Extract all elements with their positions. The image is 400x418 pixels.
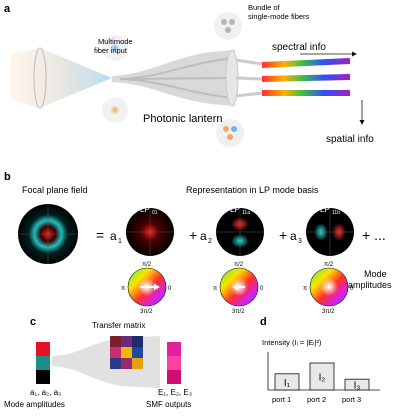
svg-text:2: 2 bbox=[208, 238, 212, 245]
intensity-bar-3 bbox=[344, 378, 370, 391]
mode-amplitudes-label-2: amplitudes bbox=[348, 280, 392, 290]
spectral-fiber-2 bbox=[262, 74, 350, 82]
svg-text:3π/2: 3π/2 bbox=[232, 309, 245, 315]
representation-label: Representation in LP mode basis bbox=[186, 185, 319, 195]
lens-icon bbox=[33, 47, 47, 109]
panel-b-label: b bbox=[4, 171, 11, 183]
port-1-label: port 1 bbox=[272, 395, 291, 404]
intensity-bar-chart: I₁ I₂ I₃ bbox=[267, 352, 380, 392]
intensity-bar-label-3: I₃ bbox=[354, 381, 361, 392]
svg-text:3π/2: 3π/2 bbox=[140, 309, 153, 315]
svg-text:3: 3 bbox=[298, 238, 302, 245]
coef-a1: a bbox=[110, 229, 117, 243]
plus-sign: + bbox=[279, 227, 287, 243]
spectral-info-label: spectral info bbox=[272, 42, 326, 53]
plus-sign: + bbox=[189, 227, 197, 243]
spatial-info-label: spatial info bbox=[326, 134, 374, 145]
svg-text:π/2: π/2 bbox=[142, 262, 152, 268]
spectral-fiber-3 bbox=[262, 90, 350, 96]
svg-text:0: 0 bbox=[260, 286, 264, 292]
svg-text:π: π bbox=[213, 286, 217, 292]
spectral-fiber-1 bbox=[262, 58, 350, 68]
output-fields-label: E₁, E₂, E₃ bbox=[158, 388, 192, 397]
port-3-label: port 3 bbox=[342, 395, 361, 404]
phase-wheel-3: π/2 π 0 3π/2 bbox=[303, 262, 354, 315]
fiber-link bbox=[235, 91, 263, 98]
bundle-circle-top bbox=[214, 12, 242, 40]
multimode-label-2: fiber input bbox=[94, 46, 128, 55]
mode-amplitudes-c-label: Mode amplitudes bbox=[4, 400, 65, 409]
lp11b-label: LP bbox=[320, 205, 330, 214]
lp01-label: LP bbox=[140, 205, 150, 214]
transfer-matrix bbox=[110, 336, 143, 369]
input-amplitudes-label: a₁, a₂, a₃ bbox=[30, 388, 61, 397]
bundle-label-2: single-mode fibers bbox=[248, 12, 310, 21]
coef-a3: a bbox=[290, 229, 297, 243]
svg-text:11b: 11b bbox=[332, 210, 340, 216]
smf-outputs-label: SMF outputs bbox=[146, 400, 191, 409]
bundle-label: Bundle of bbox=[248, 3, 281, 12]
fiber-link bbox=[235, 58, 263, 66]
lantern-core bbox=[119, 77, 236, 80]
focal-plane-label: Focal plane field bbox=[22, 185, 88, 195]
intensity-bar-1 bbox=[274, 373, 300, 391]
ellipsis: + ... bbox=[362, 227, 386, 243]
port-2-label: port 2 bbox=[307, 395, 326, 404]
intensity-bar-label-1: I₁ bbox=[284, 378, 291, 389]
intensity-bar-2 bbox=[309, 362, 335, 391]
mode-amplitudes-label: Mode bbox=[364, 269, 387, 279]
multimode-label: Multimode bbox=[98, 37, 133, 46]
svg-text:01: 01 bbox=[152, 210, 158, 216]
smf-output-vector bbox=[167, 342, 181, 384]
svg-text:0: 0 bbox=[168, 286, 172, 292]
svg-text:1: 1 bbox=[118, 238, 122, 245]
equals-sign: = bbox=[96, 227, 104, 243]
lantern-core bbox=[119, 78, 236, 99]
lp11a-label: LP bbox=[230, 205, 240, 214]
bundle-circle-bottom bbox=[216, 119, 244, 147]
svg-text:π/2: π/2 bbox=[234, 262, 244, 268]
fiber-link bbox=[235, 76, 263, 81]
phase-wheel-2: π/2 π 0 3π/2 bbox=[213, 262, 264, 315]
svg-text:π: π bbox=[303, 286, 307, 292]
coef-a2: a bbox=[200, 229, 207, 243]
panel-c-label: c bbox=[30, 316, 36, 328]
input-spot-blue bbox=[110, 43, 120, 53]
intensity-bar-label-2: I₂ bbox=[319, 373, 326, 384]
svg-text:11a: 11a bbox=[242, 210, 250, 216]
svg-text:π/2: π/2 bbox=[324, 262, 334, 268]
input-spot-orange bbox=[110, 105, 120, 115]
phase-wheel-1: π/2 π 0 3π/2 bbox=[121, 262, 172, 315]
intensity-axis-label: Intensity (Iᵢ = |Eᵢ|²) bbox=[262, 338, 322, 347]
svg-text:3π/2: 3π/2 bbox=[322, 309, 335, 315]
panel-a-label: a bbox=[4, 3, 11, 15]
photonic-lantern-label: Photonic lantern bbox=[143, 113, 223, 125]
svg-text:π: π bbox=[121, 286, 125, 292]
panel-d-label: d bbox=[260, 316, 267, 328]
svg-text:0: 0 bbox=[350, 286, 354, 292]
lantern-c bbox=[52, 336, 160, 388]
transfer-matrix-label: Transfer matrix bbox=[92, 321, 146, 330]
input-beam bbox=[10, 48, 112, 108]
input-amplitude-vector bbox=[36, 342, 50, 384]
